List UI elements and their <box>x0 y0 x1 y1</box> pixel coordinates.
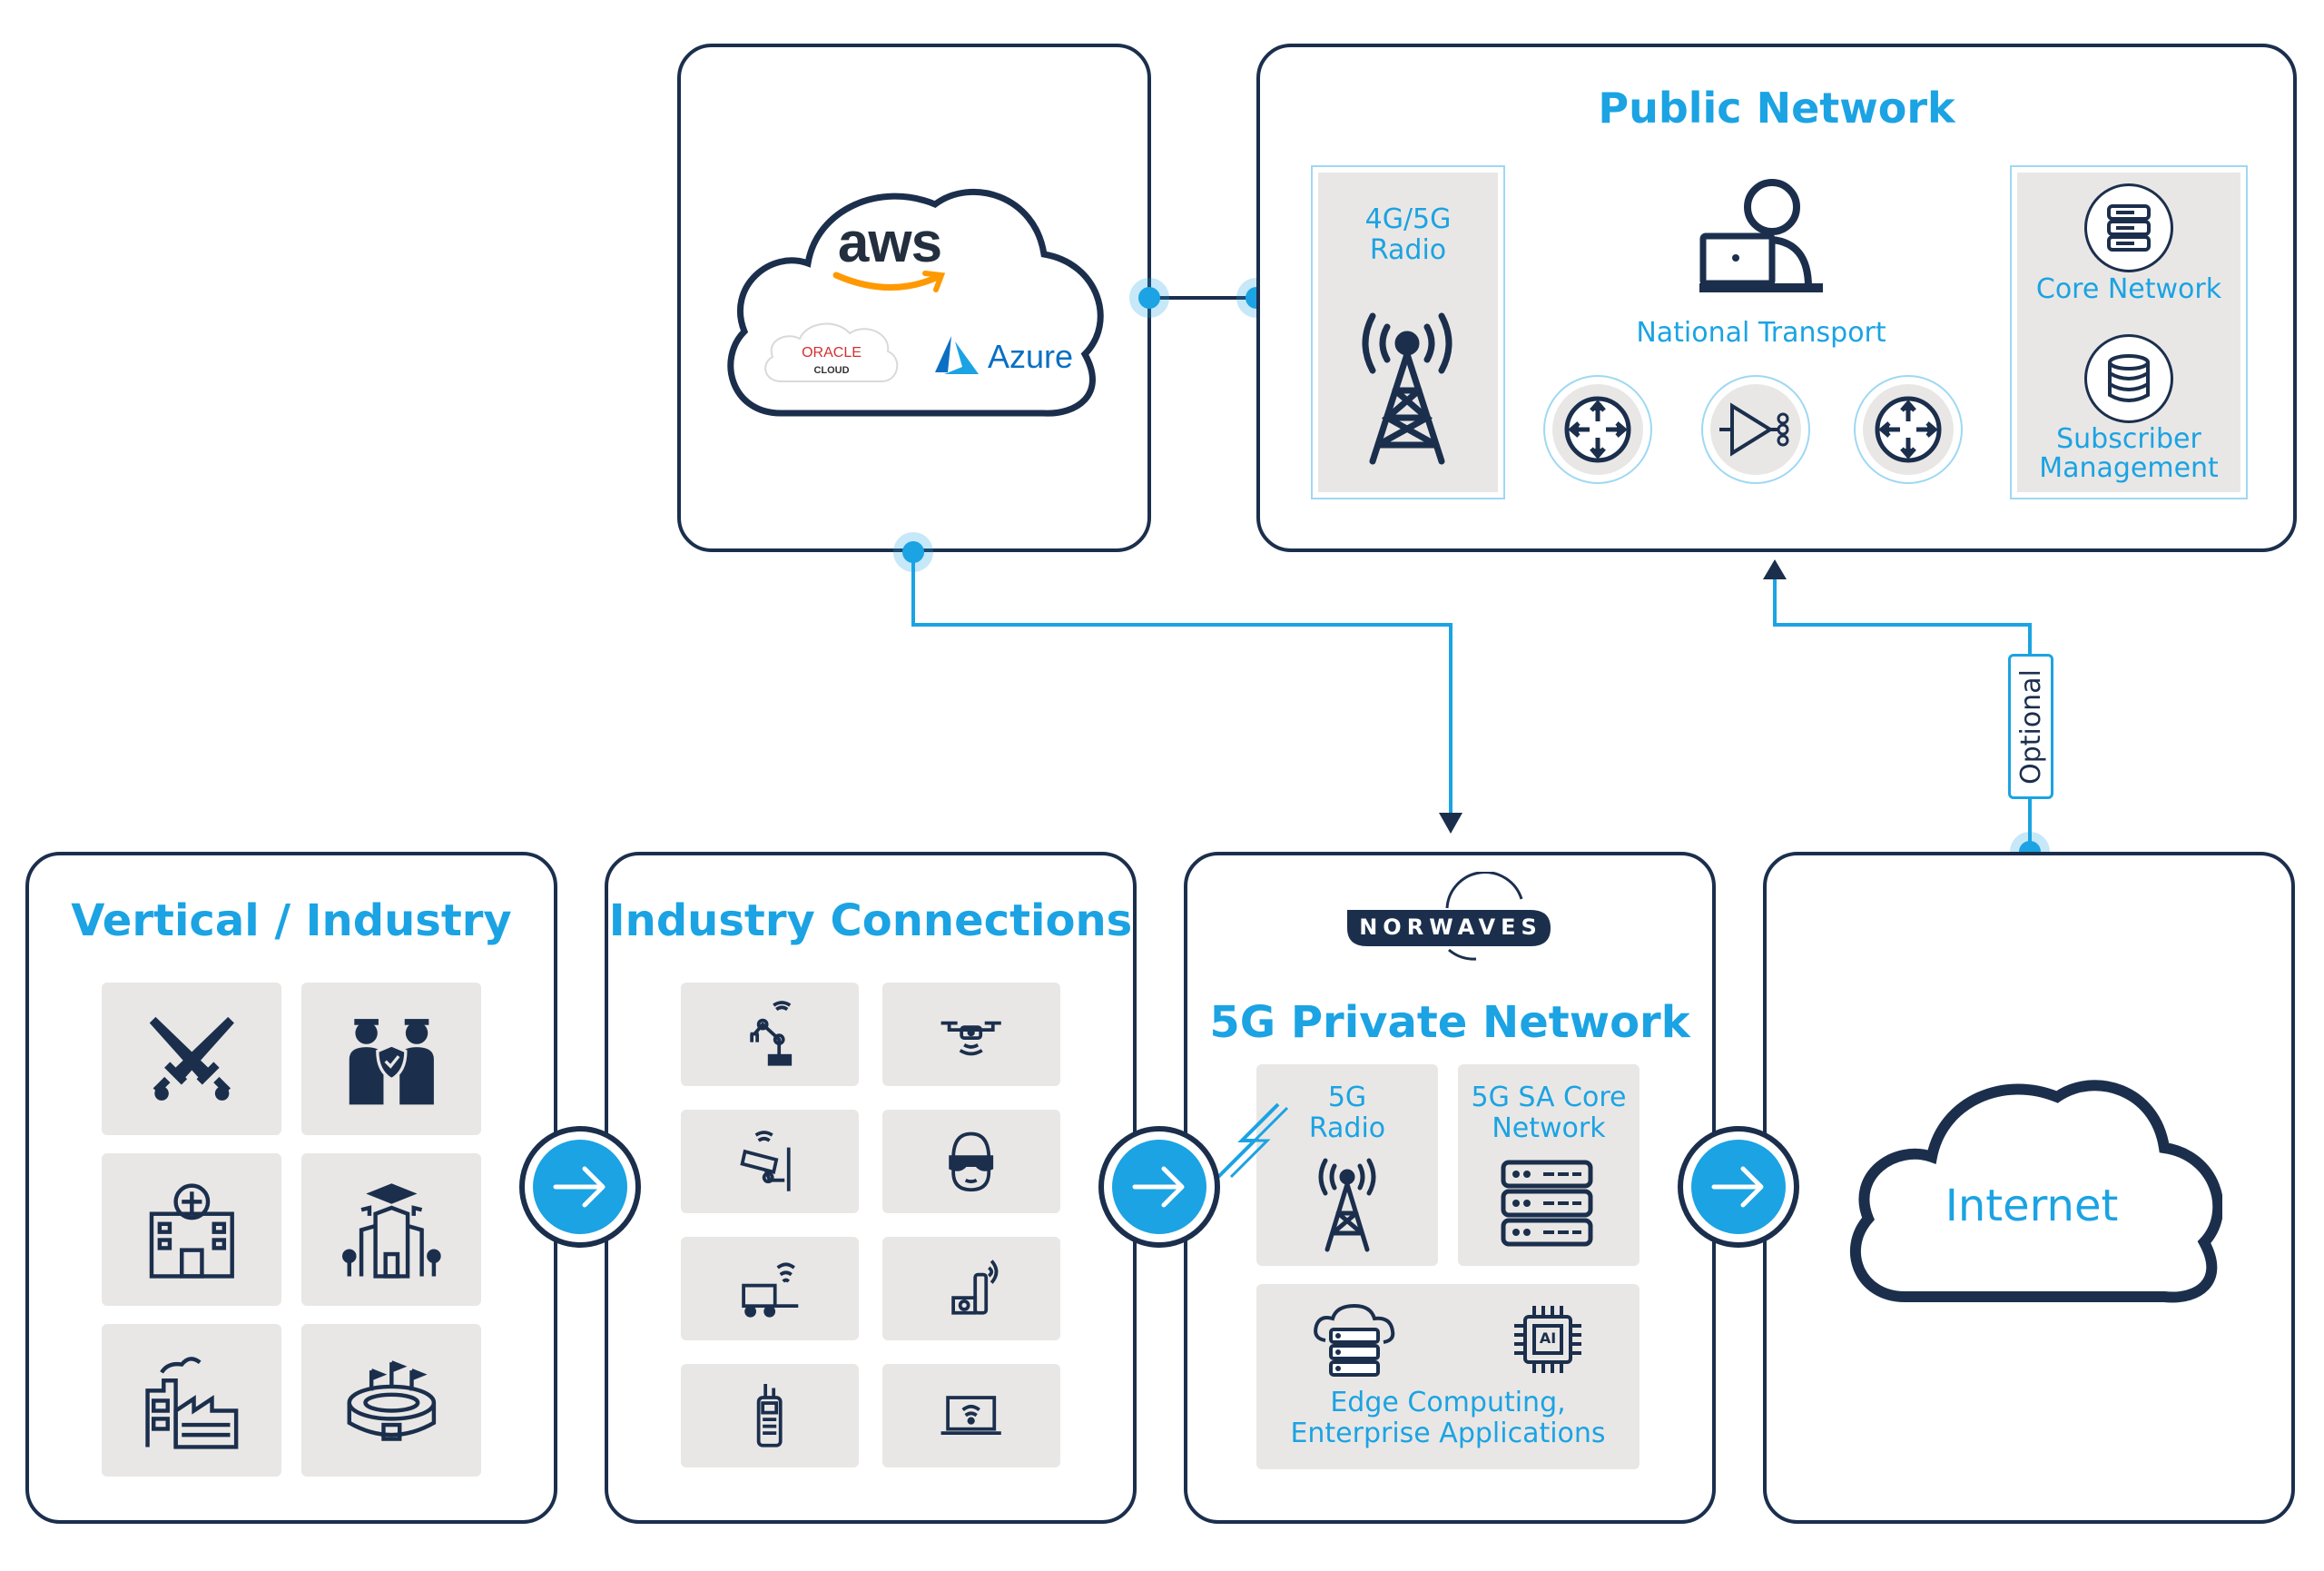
factory-icon <box>144 1356 238 1449</box>
5g-core-label: 5G SA Core Network <box>1471 1082 1627 1144</box>
vertical-industry-title: Vertical / Industry <box>71 895 512 946</box>
connection-tile <box>882 1110 1060 1213</box>
optional-label: Optional <box>2014 668 2047 785</box>
connection-tile <box>882 983 1060 1086</box>
connection-tile <box>681 983 859 1086</box>
amplifier-icon <box>1719 402 1789 457</box>
industry-connections-title: Industry Connections <box>608 895 1133 946</box>
core-network-label: Core Network <box>2035 273 2222 305</box>
national-transport-label: National Transport <box>1636 317 1886 349</box>
aws-logo: aws <box>817 211 962 295</box>
subscriber-management-label: Subscriber Management <box>2039 423 2219 484</box>
vr-headset-icon <box>949 1132 994 1192</box>
connection-tile <box>681 1364 859 1467</box>
server-stack-icon <box>2084 183 2173 272</box>
defense-tile <box>102 983 281 1135</box>
norwaves-logo-icon <box>1347 872 1551 961</box>
edge-computing-label: Edge Computing, Enterprise Applications <box>1290 1387 1606 1449</box>
public-network-title: Public Network <box>1598 84 1955 133</box>
oracle-sub-label: CLOUD <box>813 365 850 376</box>
optional-tag: Optional <box>2008 654 2053 799</box>
arrow-right-icon <box>1711 1166 1764 1208</box>
router-1 <box>1543 375 1652 484</box>
wireless-signal-icon <box>1216 1102 1289 1179</box>
internet-label: Internet <box>1945 1181 2119 1231</box>
flow-arrow-3 <box>1678 1126 1799 1248</box>
cloud-right-port <box>1129 278 1169 318</box>
azure-label: Azure <box>988 338 1074 375</box>
cloud-server-icon <box>1314 1303 1395 1377</box>
cctv-camera-icon <box>740 1131 791 1192</box>
ai-chip-icon <box>1514 1306 1581 1373</box>
arrow-right-icon <box>1132 1166 1185 1208</box>
aws-smile-icon <box>832 271 946 292</box>
internet-cloud-icon <box>1849 1080 2222 1303</box>
drone-icon <box>940 1022 1002 1056</box>
cloud-bottom-port <box>893 532 933 572</box>
agv-robot-icon <box>742 1262 799 1318</box>
venue-tile <box>301 1324 481 1477</box>
radio-tower-icon <box>1362 312 1452 465</box>
security-guards-icon <box>349 1018 434 1104</box>
national-transport-person-icon <box>1699 179 1823 292</box>
manufacturing-tile <box>102 1324 281 1477</box>
amplifier-node <box>1701 375 1810 484</box>
edge-computing-card <box>1256 1284 1640 1469</box>
flow-arrow-1 <box>519 1126 641 1248</box>
connection-tile <box>681 1237 859 1340</box>
radio-label: 4G/5G Radio <box>1364 203 1452 266</box>
stadium-icon <box>347 1359 436 1441</box>
core-server-icon <box>1501 1160 1593 1247</box>
norwaves-brand: NORWAVES <box>1359 914 1542 940</box>
router-icon <box>1875 396 1942 463</box>
oracle-label: ORACLE <box>802 345 862 361</box>
private-network-title: 5G Private Network <box>1209 997 1690 1048</box>
security-tile <box>301 983 481 1135</box>
router-icon <box>1564 396 1631 463</box>
connection-tile <box>681 1110 859 1213</box>
database-icon <box>2084 334 2173 423</box>
aws-text: aws <box>837 212 942 274</box>
5g-radio-label: 5G Radio <box>1308 1082 1386 1144</box>
oracle-cloud-badge-icon <box>764 322 899 382</box>
connection-tile <box>882 1237 1060 1340</box>
5g-radio-tower-icon <box>1318 1158 1376 1252</box>
healthcare-tile <box>102 1153 281 1306</box>
ai-chip-label: AI <box>1539 1329 1557 1347</box>
hospital-icon <box>149 1182 234 1279</box>
router-2 <box>1854 375 1963 484</box>
robot-arm-icon <box>750 1001 793 1066</box>
laptop-wifi-icon <box>940 1396 1002 1436</box>
wireless-sensor-icon <box>951 1260 999 1315</box>
education-tile <box>301 1153 481 1306</box>
connection-tile <box>882 1364 1060 1467</box>
walkie-talkie-icon <box>757 1384 783 1447</box>
university-icon <box>341 1182 441 1279</box>
azure-logo-icon <box>935 336 979 374</box>
swords-icon <box>149 1016 234 1101</box>
flow-arrow-2 <box>1098 1126 1220 1248</box>
arrow-right-icon <box>553 1166 606 1208</box>
